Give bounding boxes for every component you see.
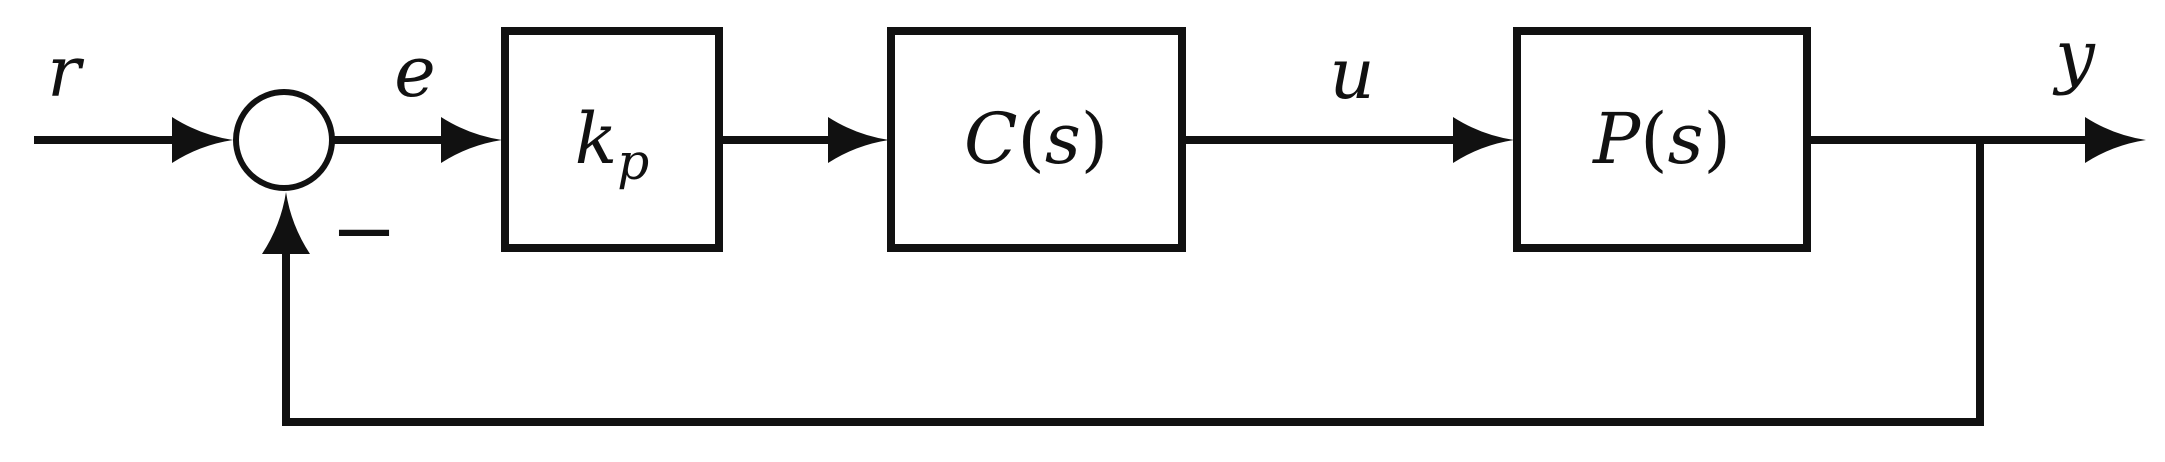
error-label: e [394,31,435,113]
gain-output-arrowhead [828,117,889,163]
plant-label: P(s) [1591,98,1731,180]
feedback-sign-label: − [330,184,397,277]
feedback-arrowhead [262,192,310,254]
control-signal-label: u [1329,33,1374,115]
gain-label: kp [575,98,649,191]
output-arrowhead [2085,117,2146,163]
feedback-wire [282,140,1984,426]
control-signal-arrowhead [1453,117,1514,163]
reference-label: r [47,31,84,113]
summing-junction [233,89,335,191]
plant-block [1513,27,1811,252]
gain-block [501,27,723,252]
error-arrowhead [441,117,502,163]
reference-arrowhead [172,117,233,163]
output-label: y [2052,15,2096,97]
controller-label: C(s) [964,98,1108,180]
controller-block [887,27,1186,252]
